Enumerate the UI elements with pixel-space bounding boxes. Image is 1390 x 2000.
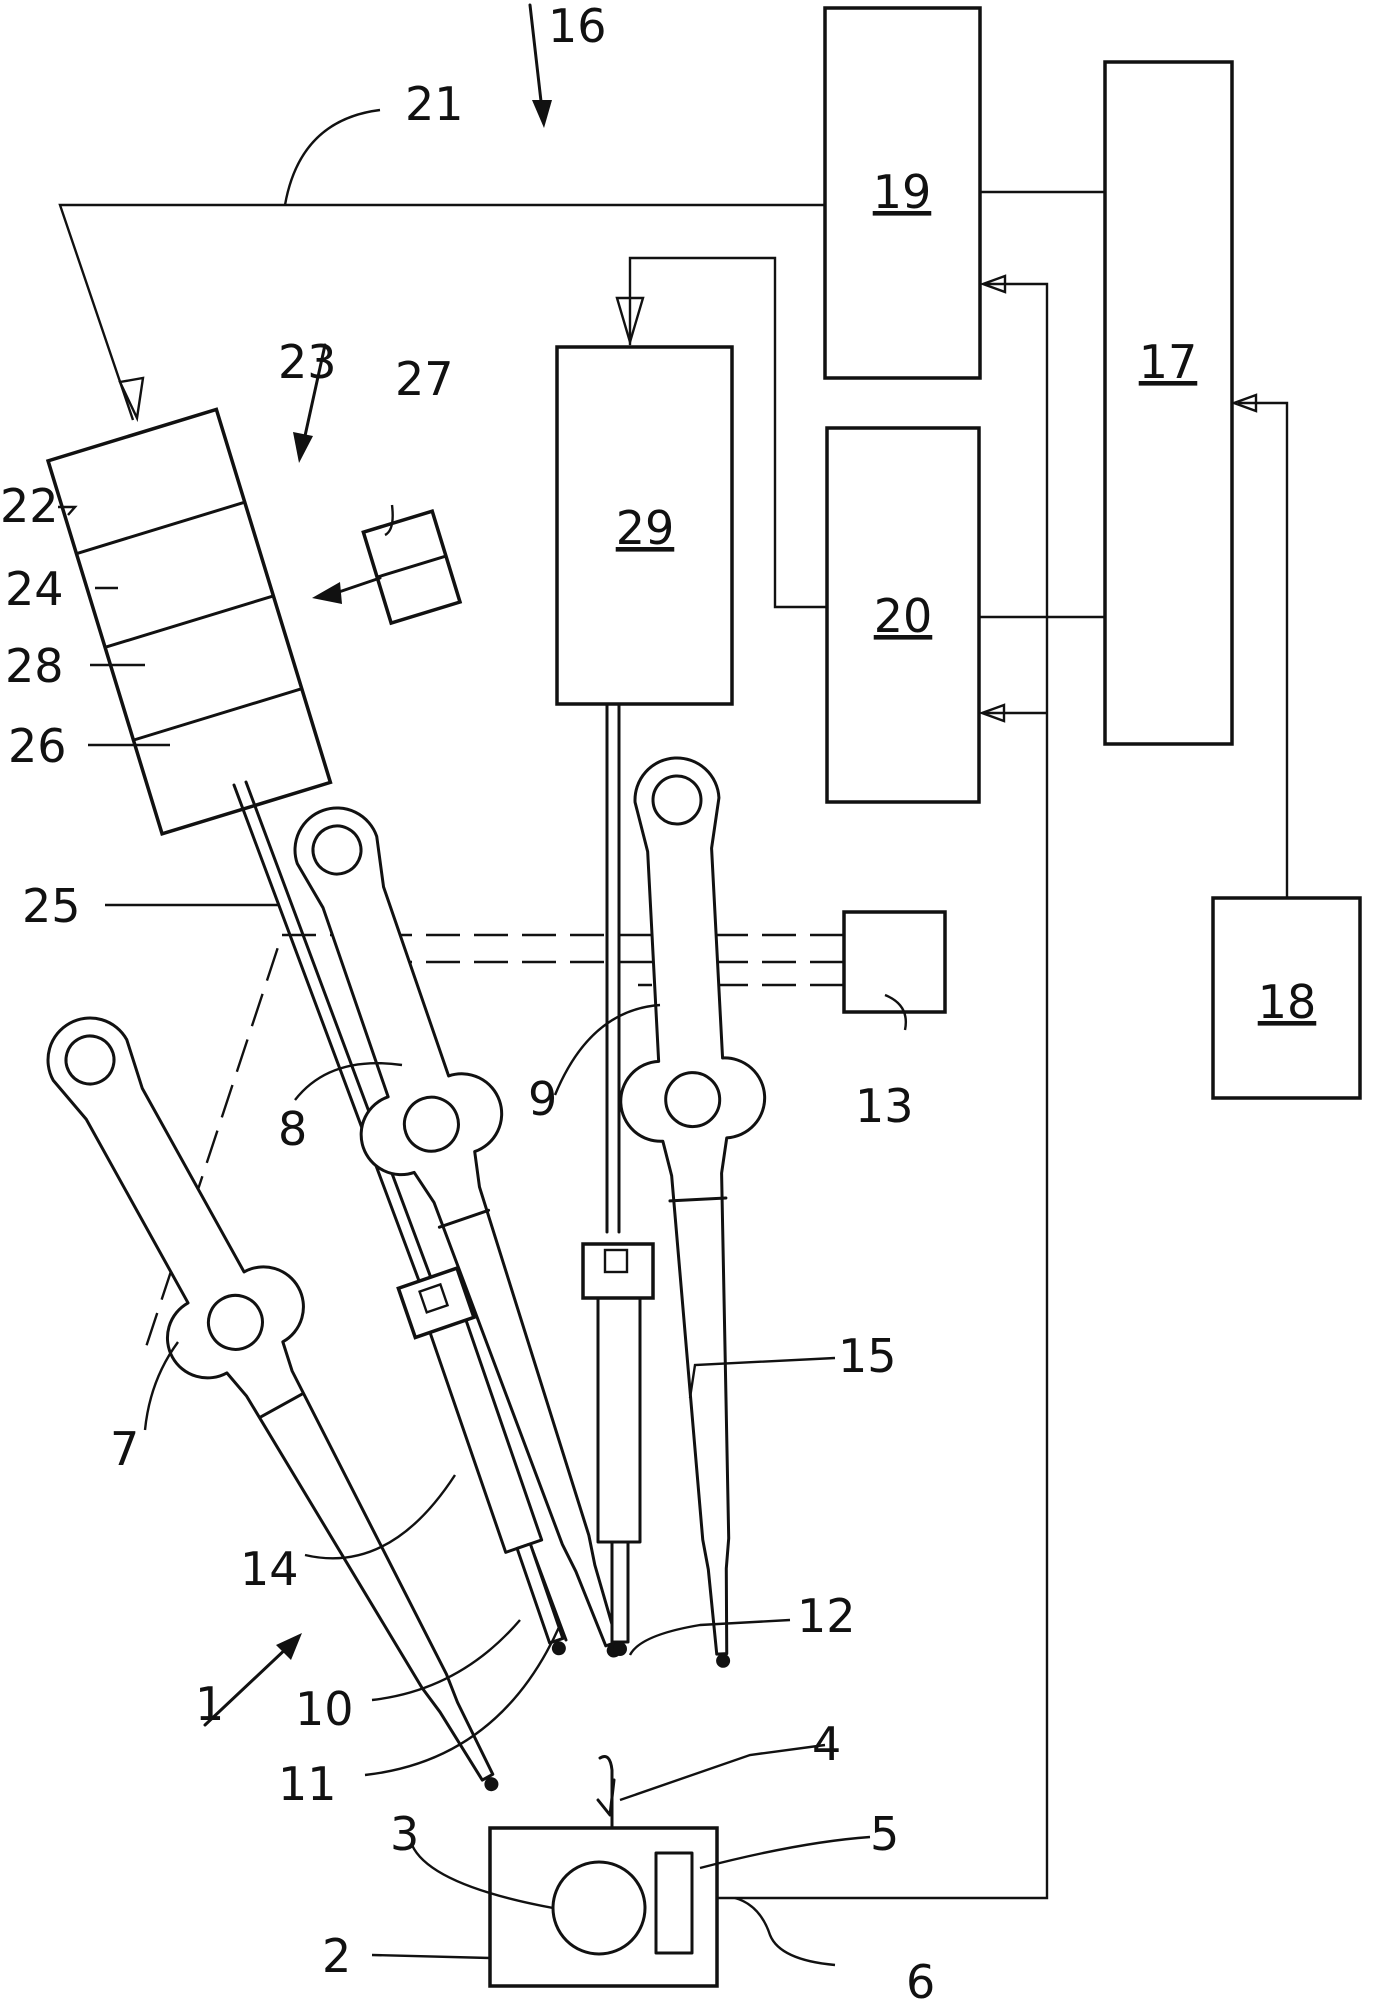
- label-4: 4: [812, 1717, 841, 1771]
- instrument-head-23: [48, 409, 330, 833]
- label-2: 2: [322, 1929, 351, 1983]
- reference-numerals: 16 21 23 27 22 24 28 26 25 8 9 13 7 15 1…: [0, 0, 935, 2000]
- label-7: 7: [110, 1422, 139, 1476]
- label-1: 1: [195, 1677, 224, 1731]
- label-28: 28: [5, 639, 64, 693]
- box-18: 18: [1213, 898, 1360, 1098]
- label-17: 17: [1139, 335, 1198, 389]
- label-6: 6: [906, 1955, 935, 2000]
- label-15: 15: [838, 1329, 897, 1383]
- box-19: 19: [825, 8, 980, 378]
- label-9: 9: [528, 1072, 557, 1126]
- label-21: 21: [405, 77, 464, 131]
- label-18: 18: [1258, 975, 1317, 1029]
- label-25: 25: [22, 879, 81, 933]
- label-14: 14: [240, 1542, 299, 1596]
- box-13: [844, 912, 945, 1012]
- label-10: 10: [295, 1682, 354, 1736]
- box-17: 17: [1105, 62, 1232, 744]
- label-23: 23: [278, 335, 337, 389]
- label-22: 22: [0, 479, 59, 533]
- label-13: 13: [855, 1079, 914, 1133]
- camera-2: [490, 1757, 717, 1987]
- box-29: 29: [557, 347, 732, 704]
- label-29: 29: [616, 501, 675, 555]
- label-3: 3: [390, 1807, 419, 1861]
- label-12: 12: [797, 1589, 856, 1643]
- label-24: 24: [5, 562, 64, 616]
- device-27: [363, 511, 460, 623]
- label-16: 16: [548, 0, 607, 53]
- box-20: 20: [827, 428, 979, 802]
- label-20: 20: [874, 589, 933, 643]
- label-11: 11: [278, 1757, 337, 1811]
- label-26: 26: [8, 719, 67, 773]
- leader-lines: [58, 110, 906, 1965]
- label-19: 19: [873, 165, 932, 219]
- label-5: 5: [870, 1807, 899, 1861]
- label-8: 8: [278, 1102, 307, 1156]
- label-27: 27: [395, 352, 454, 406]
